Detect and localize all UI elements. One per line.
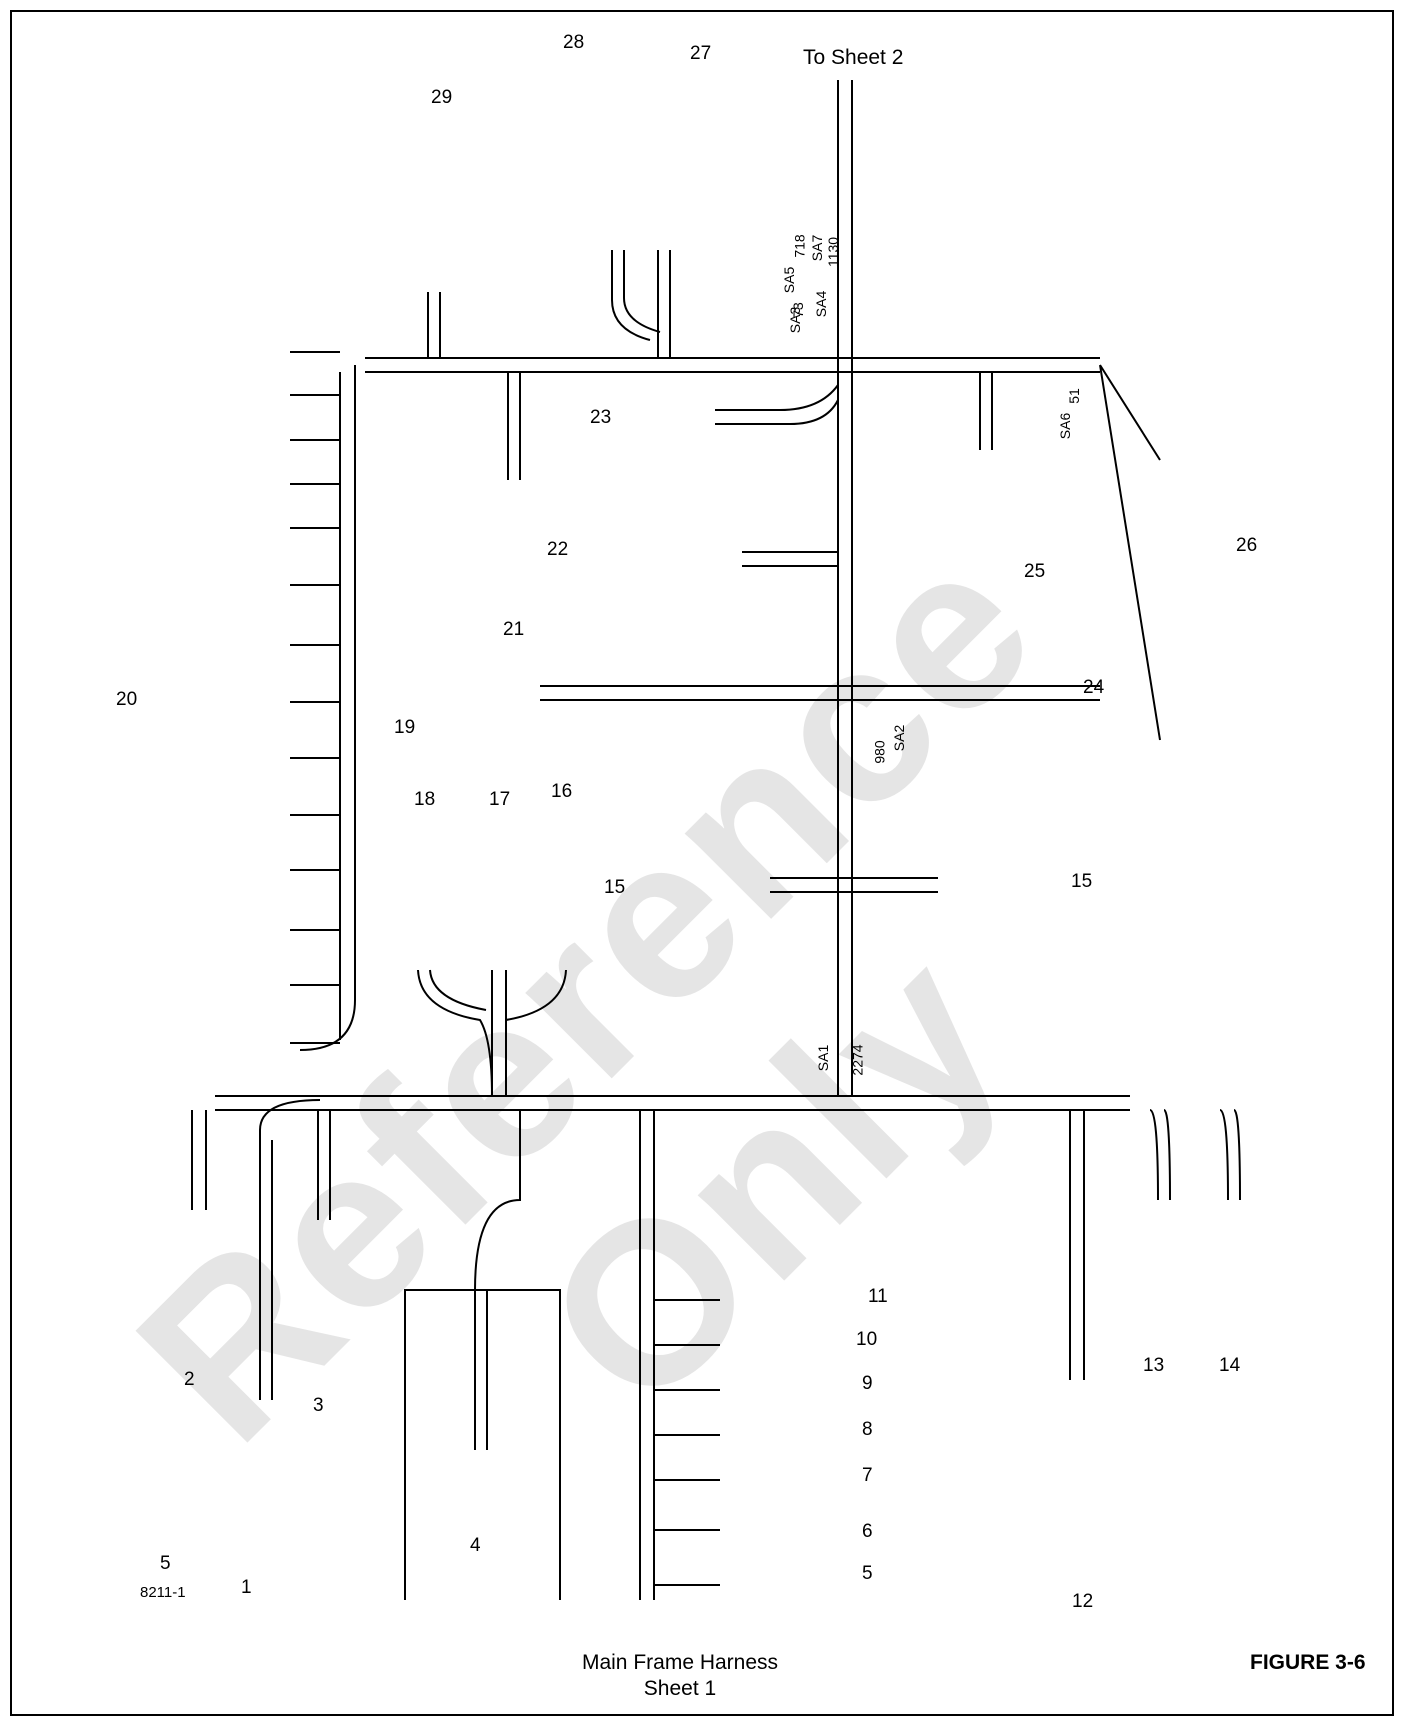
connector-7-label: 7: [862, 1465, 873, 1486]
drawing-frame: [10, 10, 1394, 1716]
connector-29-label: 29: [431, 87, 453, 108]
connector-12-label: 12: [1072, 1591, 1094, 1612]
connector-17-label: 17: [489, 789, 511, 810]
splice-sa1: SA1: [815, 1044, 832, 1072]
connector-23-label: 23: [590, 407, 612, 428]
center-trunk: [837, 80, 853, 1096]
left-branches: [290, 351, 340, 1044]
branch-28-27: [611, 250, 671, 358]
splice-sa2: SA2: [891, 724, 908, 752]
diagram-caption: Main Frame Harness Sheet 1: [520, 1650, 840, 1703]
connector-1-label: 1: [241, 1577, 252, 1598]
wire-2274: 2274: [849, 1044, 866, 1076]
connector-5b-label: 5: [862, 1563, 873, 1584]
connector-20-label: 20: [116, 689, 138, 710]
connector-28-label: 28: [563, 32, 585, 53]
connector-27-label: 27: [690, 43, 712, 64]
branch-4: [404, 1110, 641, 1600]
branch-1: [259, 1099, 321, 1400]
connector-19-label: 19: [394, 717, 416, 738]
splice-sa6: SA6: [1057, 412, 1074, 440]
fork-18-17-16: [417, 969, 567, 1097]
to-sheet-2-label: To Sheet 2: [803, 46, 904, 69]
connector-18-label: 18: [414, 789, 436, 810]
caption-line-2: Sheet 1: [643, 1677, 717, 1701]
connector-13-label: 13: [1143, 1355, 1165, 1376]
connector-21-label: 21: [503, 619, 525, 640]
branch-12: [1069, 1110, 1085, 1380]
connector-10-label: 10: [856, 1329, 878, 1350]
connector-26-label: 26: [1236, 535, 1258, 556]
left-collector: [299, 365, 356, 1051]
splice-sa4: SA4: [813, 290, 830, 318]
connector-6-label: 6: [862, 1521, 873, 1542]
branch-3: [317, 1110, 331, 1220]
wire-718: 718: [791, 234, 808, 258]
branch-22: [742, 551, 838, 567]
wire-1130: 1130: [825, 236, 842, 268]
connector-11-label: 11: [868, 1286, 888, 1307]
branch-26: [1099, 364, 1161, 741]
connector-15b-label: 15: [1071, 871, 1093, 892]
connector-25-label: 25: [1024, 561, 1046, 582]
splice-sa7: SA7: [809, 234, 826, 262]
splice-sa5: SA5: [781, 266, 798, 294]
branch-21: [507, 372, 521, 480]
branch-2: [190, 1109, 207, 1210]
branch-23: [715, 384, 839, 425]
top-trunk: [365, 357, 1100, 373]
connector-4-label: 4: [470, 1535, 481, 1556]
branch-29: [427, 292, 441, 358]
branch-25: [979, 372, 993, 450]
drawing-code: 8211-1: [140, 1584, 186, 1601]
caption-line-1: Main Frame Harness: [581, 1651, 779, 1674]
wire-51: 51: [1065, 388, 1082, 404]
branch-13: [1149, 1109, 1171, 1201]
branch-15: [770, 877, 938, 893]
connector-5a-label: 5: [160, 1553, 171, 1574]
connector-2-label: 2: [184, 1369, 195, 1390]
connector-15a-label: 15: [604, 877, 626, 898]
wire-73: 73: [789, 302, 806, 318]
bottom-trunk: [215, 1095, 1130, 1111]
figure-label: FIGURE 3-6: [1250, 1651, 1366, 1674]
wire-980: 980: [871, 740, 888, 764]
connector-8-label: 8: [862, 1419, 873, 1440]
connector-9-label: 9: [862, 1373, 873, 1394]
branch-14: [1219, 1109, 1241, 1201]
connector-16-label: 16: [551, 781, 573, 802]
connector-22-label: 22: [547, 539, 569, 560]
connector-14-label: 14: [1219, 1355, 1241, 1376]
connector-3-label: 3: [313, 1395, 324, 1416]
connector-24-label: 24: [1083, 677, 1105, 698]
branch-19-24: [540, 685, 1100, 701]
branch-5-11: [639, 1110, 720, 1600]
